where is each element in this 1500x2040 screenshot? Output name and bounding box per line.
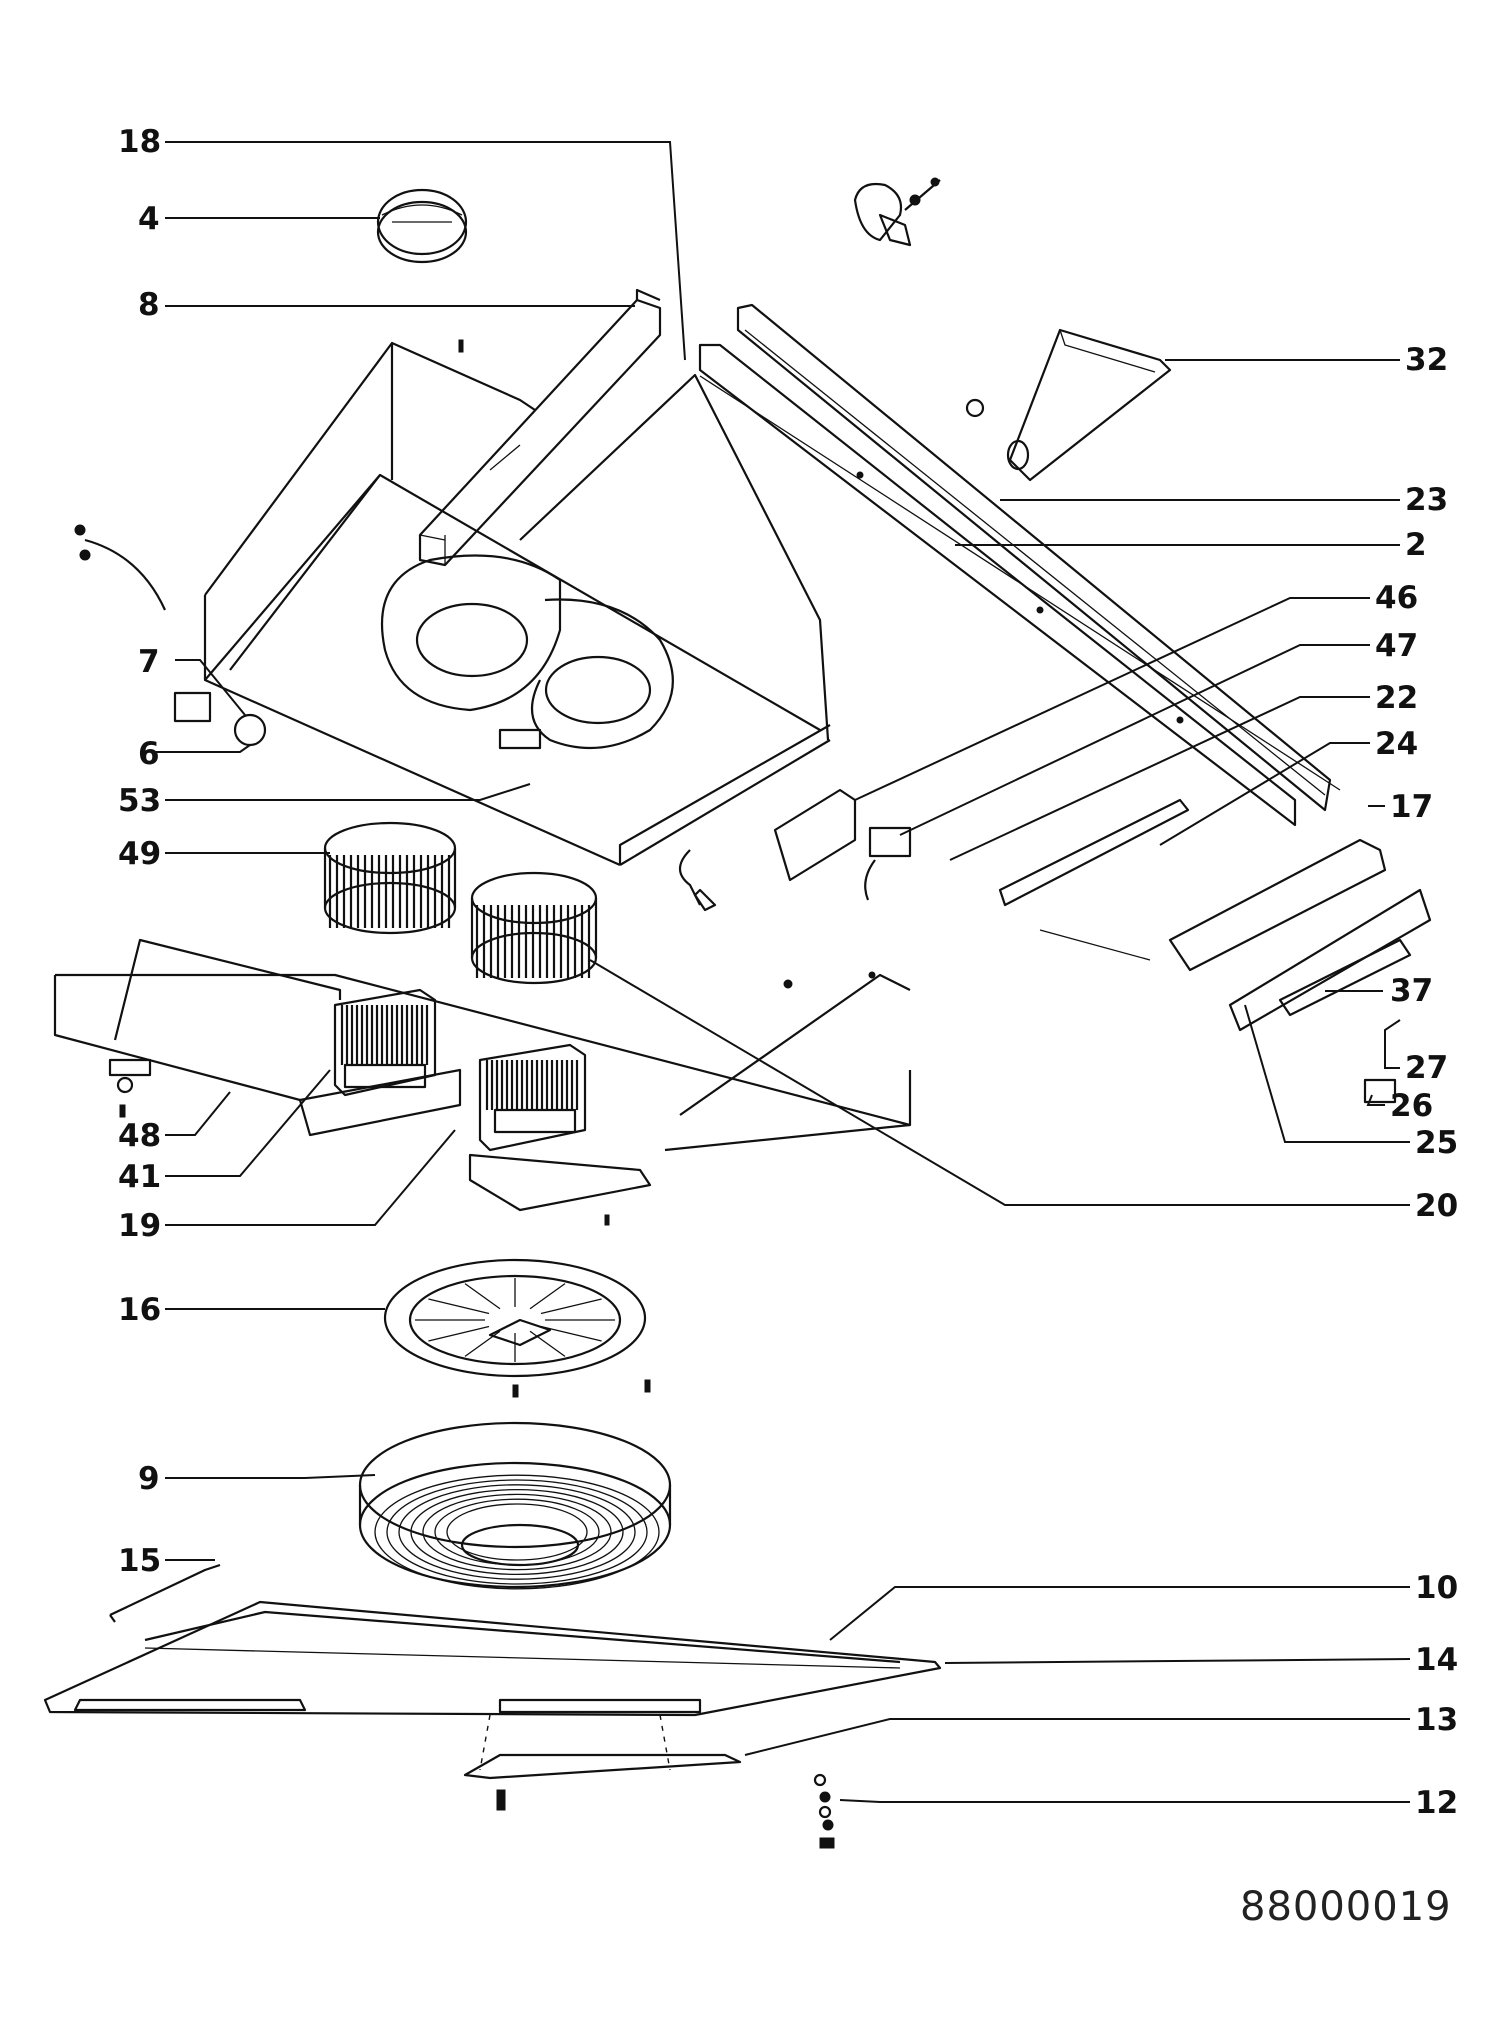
label-15: 15 xyxy=(118,1543,161,1579)
part-main-housing xyxy=(203,341,1341,867)
part-46-cover xyxy=(773,788,857,882)
label-8: 8 xyxy=(138,287,160,323)
filter-spoke xyxy=(540,1298,602,1315)
label-17: 17 xyxy=(1390,789,1433,825)
part-13-light-lens xyxy=(463,1753,742,1780)
filter-spoke xyxy=(464,1283,501,1310)
filter-ring xyxy=(386,1479,648,1585)
label-48: 48 xyxy=(118,1118,161,1154)
label-26: 26 xyxy=(1390,1088,1433,1124)
drawing-number: 88000019 xyxy=(1240,1884,1452,1930)
part-2-23-rails xyxy=(698,303,1332,827)
part-16-filter-plate xyxy=(383,1258,647,1378)
label-23: 23 xyxy=(1405,482,1448,518)
label-41: 41 xyxy=(118,1159,161,1195)
label-12: 12 xyxy=(1415,1785,1458,1821)
part-4-flange xyxy=(376,188,468,264)
label-10: 10 xyxy=(1415,1570,1458,1606)
label-24: 24 xyxy=(1375,726,1418,762)
label-37: 37 xyxy=(1390,973,1433,1009)
label-4: 4 xyxy=(138,201,160,237)
label-16: 16 xyxy=(118,1292,161,1328)
leader-lines xyxy=(155,141,1411,1803)
filter-spoke xyxy=(428,1325,490,1342)
part-20-blower-wheel xyxy=(470,871,598,985)
filter-ring xyxy=(410,1488,624,1576)
label-49: 49 xyxy=(118,836,161,872)
part-41-motor xyxy=(298,988,462,1137)
part-8-bracket xyxy=(418,288,662,567)
part-15-link xyxy=(109,1563,221,1623)
filter-ring xyxy=(398,1484,636,1580)
filter-ring xyxy=(434,1498,600,1566)
label-47: 47 xyxy=(1375,628,1418,664)
label-20: 20 xyxy=(1415,1188,1458,1224)
part-47-switch xyxy=(864,826,912,901)
part-7-6-lamp-holder xyxy=(74,524,267,747)
label-14: 14 xyxy=(1415,1642,1458,1678)
label-25: 25 xyxy=(1415,1125,1458,1161)
part-blower-housings xyxy=(380,554,674,750)
part-damper-valve xyxy=(853,177,941,247)
label-53: 53 xyxy=(118,783,161,819)
filter-spoke xyxy=(529,1330,566,1357)
filter-spoke xyxy=(464,1330,501,1357)
label-7: 7 xyxy=(138,644,160,680)
label-6: 6 xyxy=(138,736,160,772)
label-32: 32 xyxy=(1405,342,1448,378)
part-labels: 18 4 8 32 23 2 46 47 7 6 22 24 53 17 49 … xyxy=(118,124,1458,1821)
part-49-blower-wheel xyxy=(323,821,457,935)
filter-ring xyxy=(446,1503,588,1561)
label-22: 22 xyxy=(1375,680,1418,716)
label-13: 13 xyxy=(1415,1702,1458,1738)
part-10-14-bottom-frame xyxy=(43,1600,942,1771)
filter-spoke xyxy=(428,1298,490,1315)
label-2: 2 xyxy=(1405,527,1427,563)
part-17-control-panel xyxy=(1168,838,1432,1104)
label-18: 18 xyxy=(118,124,161,160)
label-19: 19 xyxy=(118,1208,161,1244)
filter-spoke xyxy=(529,1283,566,1310)
label-9: 9 xyxy=(138,1461,160,1497)
part-12-screws xyxy=(496,1773,835,1849)
filter-ring xyxy=(374,1474,660,1590)
label-46: 46 xyxy=(1375,580,1418,616)
part-32-triangle-bracket xyxy=(965,328,1172,482)
part-19-motor xyxy=(468,1043,652,1212)
part-24-rail-bracket xyxy=(998,798,1190,961)
part-48-frame xyxy=(53,938,912,1152)
part-9-carbon-filter xyxy=(358,1421,672,1590)
part-power-cord xyxy=(678,849,717,912)
label-27: 27 xyxy=(1405,1050,1448,1086)
filter-spoke xyxy=(540,1325,602,1342)
small-screws xyxy=(119,339,876,1398)
filter-ring xyxy=(422,1493,612,1571)
